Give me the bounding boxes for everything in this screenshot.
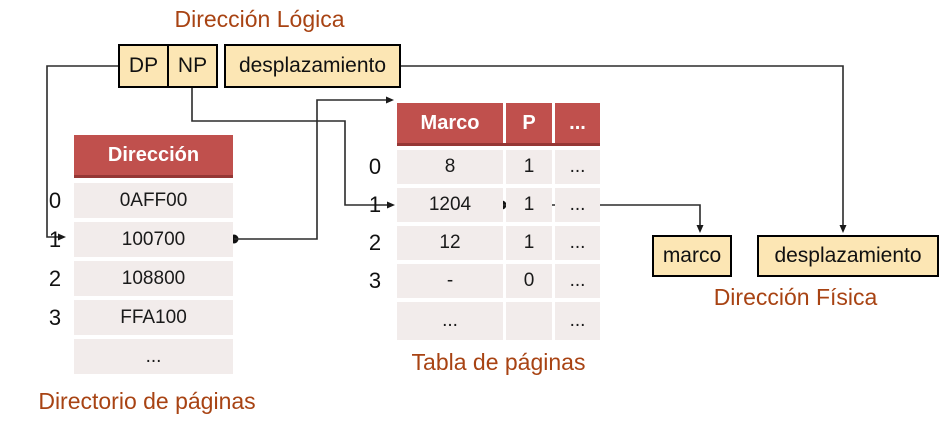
tabla-cell: ... xyxy=(555,302,600,340)
directorio-index-3: 3 xyxy=(48,305,62,330)
tabla-index-3: 3 xyxy=(368,268,382,293)
physical-marco-box: marco xyxy=(652,235,732,277)
directorio-cell-4: ... xyxy=(74,339,233,374)
tabla-index-2: 2 xyxy=(368,230,382,255)
table-row: 108800 xyxy=(74,261,233,296)
np-field: NP xyxy=(167,46,216,86)
table-row: 1204 1 ... xyxy=(397,188,600,222)
table-row: 8 1 ... xyxy=(397,150,600,184)
table-row: 0AFF00 xyxy=(74,183,233,218)
tabla-cell: 1 xyxy=(506,188,552,222)
tabla-cell: ... xyxy=(555,226,600,260)
dp-field: DP xyxy=(128,54,159,77)
tabla-cell: 12 xyxy=(397,226,503,260)
table-row: - 0 ... xyxy=(397,264,600,298)
tabla-index-0: 0 xyxy=(368,154,382,179)
dp-np-box: DP NP xyxy=(118,44,218,88)
tabla-cell: 1204 xyxy=(397,188,503,222)
tabla-header-row: Marco P ... xyxy=(397,103,600,146)
table-row: 100700 xyxy=(74,222,233,257)
tabla-cell xyxy=(506,302,552,340)
directorio-cell-2: 108800 xyxy=(74,261,233,296)
table-row: 12 1 ... xyxy=(397,226,600,260)
physical-offset-box: desplazamiento xyxy=(757,235,939,277)
logical-offset-box: desplazamiento xyxy=(224,44,401,88)
directorio-header-row: Dirección xyxy=(74,135,233,178)
tabla-header-more: ... xyxy=(555,103,600,143)
tabla-cell: 1 xyxy=(506,226,552,260)
logical-address-title: Dirección Lógica xyxy=(174,6,345,32)
directorio-index-1: 1 xyxy=(48,227,62,252)
tabla-table: Marco P ... 8 1 ... 1204 1 ... 12 1 ... … xyxy=(397,103,600,340)
tabla-header-p: P xyxy=(506,103,552,143)
directorio-table: Dirección 0AFF00 100700 108800 FFA100 ..… xyxy=(74,135,233,374)
tabla-cell: ... xyxy=(555,150,600,184)
tabla-cell: ... xyxy=(397,302,503,340)
directorio-header-cell: Dirección xyxy=(74,135,233,175)
tabla-cell: ... xyxy=(555,264,600,298)
tabla-caption: Tabla de páginas xyxy=(411,349,586,375)
tabla-header-marco: Marco xyxy=(397,103,503,143)
directorio-cell-1: 100700 xyxy=(74,222,233,257)
tabla-cell: - xyxy=(397,264,503,298)
tabla-cell: ... xyxy=(555,188,600,222)
directorio-index-0: 0 xyxy=(48,188,62,213)
directorio-cell-3: FFA100 xyxy=(74,300,233,335)
table-row: ... ... xyxy=(397,302,600,340)
directorio-cell-0: 0AFF00 xyxy=(74,183,233,218)
table-row: ... xyxy=(74,339,233,374)
physical-address-title: Dirección Física xyxy=(713,284,878,310)
tabla-cell: 8 xyxy=(397,150,503,184)
directorio-index-2: 2 xyxy=(48,266,62,291)
table-row: FFA100 xyxy=(74,300,233,335)
tabla-cell: 1 xyxy=(506,150,552,184)
directorio-caption: Directorio de páginas xyxy=(38,388,256,414)
tabla-index-1: 1 xyxy=(368,192,382,217)
tabla-cell: 0 xyxy=(506,264,552,298)
